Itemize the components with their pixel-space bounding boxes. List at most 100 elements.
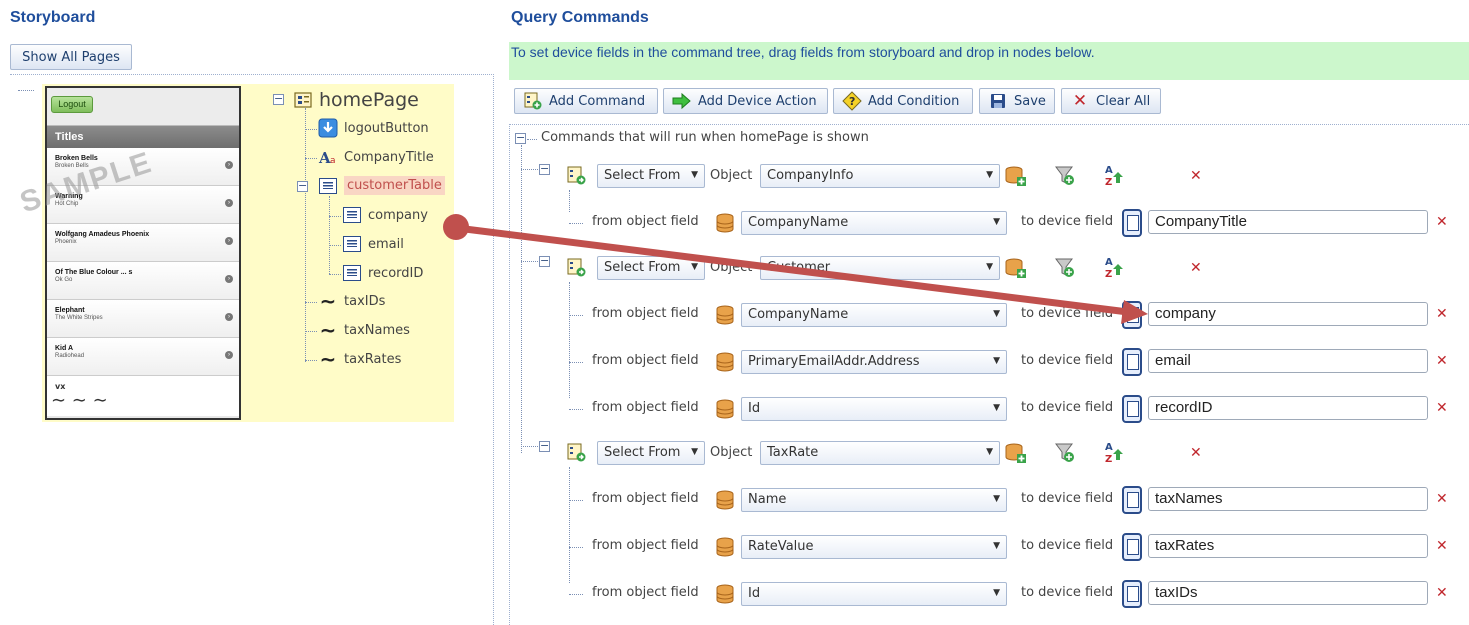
select-value: Select From xyxy=(604,168,681,183)
remove-mapping-icon[interactable]: ✕ xyxy=(1436,538,1448,554)
tree-node-customer-table[interactable]: customerTable xyxy=(318,176,445,195)
tree-node-logout-button[interactable]: logoutButton xyxy=(318,118,429,138)
field-value: recordID xyxy=(1155,399,1213,416)
select-value: Select From xyxy=(604,445,681,460)
filter-icon[interactable] xyxy=(1054,442,1076,464)
save-button[interactable]: Save xyxy=(979,88,1055,114)
object-field-select[interactable]: RateValue xyxy=(741,535,1007,559)
object-field-select[interactable]: Id xyxy=(741,397,1007,421)
drag-arrow-head xyxy=(1121,300,1148,324)
object-field-select[interactable]: Id xyxy=(741,582,1007,606)
row-subtitle: Phoenix xyxy=(55,239,77,245)
object-field-select[interactable]: Name xyxy=(741,488,1007,512)
tree-node-tax-ids[interactable]: ∼ taxIDs xyxy=(318,291,386,311)
tree-label: email xyxy=(368,236,404,252)
collapse-toggle[interactable]: − xyxy=(297,179,308,192)
object-field-select[interactable]: PrimaryEmailAddr.Address xyxy=(741,350,1007,374)
remove-command-icon[interactable]: ✕ xyxy=(1190,445,1202,461)
select-value: Id xyxy=(748,401,761,416)
command-type-select[interactable]: Select From xyxy=(597,164,705,188)
remove-mapping-icon[interactable]: ✕ xyxy=(1436,585,1448,601)
tree-node-email[interactable]: email xyxy=(342,235,404,253)
phone-titles-header: Titles xyxy=(47,126,239,148)
remove-mapping-icon[interactable]: ✕ xyxy=(1436,214,1448,230)
object-label: Object xyxy=(710,445,753,460)
remove-mapping-icon[interactable]: ✕ xyxy=(1436,400,1448,416)
collapse-toggle[interactable]: − xyxy=(539,162,550,175)
object-field-select[interactable]: CompanyName xyxy=(741,303,1007,327)
remove-mapping-icon[interactable]: ✕ xyxy=(1436,353,1448,369)
phone-list-row[interactable]: Kid A Radiohead › xyxy=(47,338,239,376)
phone-list-row[interactable]: Wolfgang Amadeus Phoenix Phoenix › xyxy=(47,224,239,262)
database-icon xyxy=(716,537,734,557)
collapse-toggle[interactable]: − xyxy=(539,254,550,267)
instructions-banner: To set device fields in the command tree… xyxy=(509,42,1469,80)
phone-list-row[interactable]: Broken Bells Broken Bells › xyxy=(47,148,239,186)
add-device-action-button[interactable]: Add Device Action xyxy=(663,88,828,114)
phone-list-row[interactable]: Of The Blue Colour ... s Ok Go › xyxy=(47,262,239,300)
collapse-toggle[interactable]: − xyxy=(515,131,526,144)
row-subtitle: Broken Bells xyxy=(55,163,89,169)
collapse-toggle[interactable]: − xyxy=(539,439,550,452)
mobile-device-icon xyxy=(1122,533,1142,561)
remove-mapping-icon[interactable]: ✕ xyxy=(1436,306,1448,322)
device-field-input[interactable]: CompanyTitle xyxy=(1148,210,1428,234)
select-value: CompanyInfo xyxy=(767,168,854,183)
add-field-database-icon[interactable] xyxy=(1005,257,1027,279)
select-value: PrimaryEmailAddr.Address xyxy=(748,354,920,369)
add-condition-button[interactable]: ? Add Condition xyxy=(833,88,973,114)
mobile-device-icon xyxy=(1122,580,1142,608)
phone-footer: vx ∼ ∼ ∼ xyxy=(47,376,239,416)
show-all-pages-button[interactable]: Show All Pages xyxy=(10,44,132,70)
phone-logout-button[interactable]: Logout xyxy=(51,96,93,113)
row-title: Warning xyxy=(55,193,83,200)
device-field-input[interactable]: recordID xyxy=(1148,396,1428,420)
row-subtitle: Radiohead xyxy=(55,353,85,359)
field-value: CompanyTitle xyxy=(1155,213,1247,230)
query-icon xyxy=(567,443,589,465)
device-field-input[interactable]: company xyxy=(1148,302,1428,326)
tree-node-tax-rates[interactable]: ∼ taxRates xyxy=(318,349,402,369)
command-type-select[interactable]: Select From xyxy=(597,441,705,465)
from-object-field-label: from object field xyxy=(592,538,699,553)
add-command-icon xyxy=(523,92,543,110)
tree-node-record-id[interactable]: recordID xyxy=(342,264,423,282)
remove-command-icon[interactable]: ✕ xyxy=(1190,260,1202,276)
object-select[interactable]: CompanyInfo xyxy=(760,164,1000,188)
tree-node-homepage[interactable]: homePage xyxy=(293,89,419,111)
command-type-select[interactable]: Select From xyxy=(597,256,705,280)
clear-all-button[interactable]: ✕ Clear All xyxy=(1061,88,1161,114)
select-value: CompanyName xyxy=(748,215,849,230)
object-select[interactable]: TaxRate xyxy=(760,441,1000,465)
from-object-field-label: from object field xyxy=(592,585,699,600)
device-field-input[interactable]: taxRates xyxy=(1148,534,1428,558)
database-icon xyxy=(716,584,734,604)
filter-icon[interactable] xyxy=(1054,257,1076,279)
phone-list-row[interactable]: Elephant The White Stripes › xyxy=(47,300,239,338)
add-field-database-icon[interactable] xyxy=(1005,165,1027,187)
tree-node-tax-names[interactable]: ∼ taxNames xyxy=(318,318,410,342)
device-field-input[interactable]: taxNames xyxy=(1148,487,1428,511)
storyboard-title: Storyboard xyxy=(10,9,96,26)
phone-list-row[interactable]: Warning Hot Chip › xyxy=(47,186,239,224)
filter-icon[interactable] xyxy=(1054,165,1076,187)
device-field-input[interactable]: email xyxy=(1148,349,1428,373)
remove-mapping-icon[interactable]: ✕ xyxy=(1436,491,1448,507)
device-field-input[interactable]: taxIDs xyxy=(1148,581,1428,605)
add-field-database-icon[interactable] xyxy=(1005,442,1027,464)
variable-wave-icon: ∼ xyxy=(319,318,337,342)
add-command-button[interactable]: Add Command xyxy=(514,88,658,114)
button-label: Save xyxy=(1014,93,1046,109)
row-title: Wolfgang Amadeus Phoenix xyxy=(55,231,150,238)
object-field-select[interactable]: CompanyName xyxy=(741,211,1007,235)
svg-text:a: a xyxy=(330,156,336,166)
remove-command-icon[interactable]: ✕ xyxy=(1190,168,1202,184)
button-label: Add Condition xyxy=(868,93,960,109)
phone-preview[interactable]: Logout Titles Broken Bells Broken Bells … xyxy=(45,86,241,420)
tree-node-company[interactable]: company xyxy=(342,206,428,224)
collapse-toggle[interactable]: − xyxy=(273,92,284,105)
